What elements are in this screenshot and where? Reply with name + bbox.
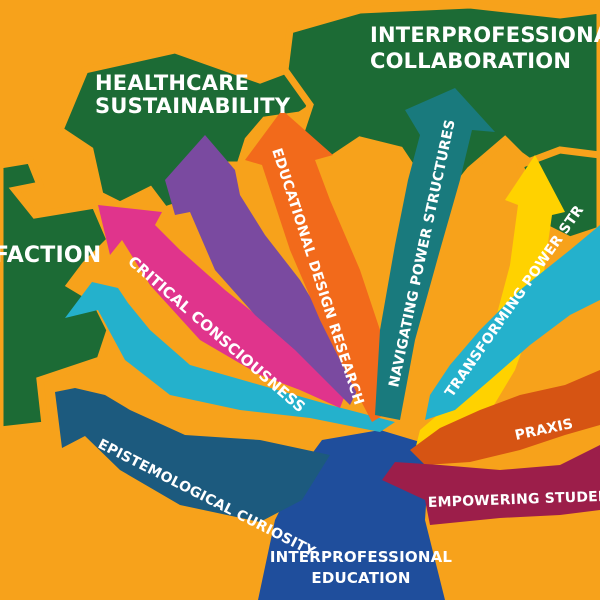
branch-purple	[165, 135, 360, 405]
branch-transforming-power-structures	[425, 225, 600, 420]
canopy-label-healthcare: HEALTHCARE	[95, 71, 249, 95]
branch-epistemological-curiosity	[55, 388, 330, 522]
trunk-label-line2: EDUCATION	[311, 569, 410, 587]
branch-empowering-students	[382, 445, 600, 525]
branch-praxis	[410, 370, 600, 465]
branch-label-empowering-students: EMPOWERING STUDENTS	[428, 488, 600, 511]
canopy-label-faction: FACTION	[0, 243, 101, 268]
canopy-label-interprofessional: INTERPROFESSIONAL	[370, 23, 600, 47]
canopy-label-sustainability: SUSTAINABILITY	[95, 94, 291, 118]
branch-cyan	[65, 282, 395, 432]
trunk-label-line1: INTERPROFESSIONAL	[270, 548, 453, 566]
branch-educational-design-research	[245, 110, 392, 422]
canopy-left-block	[0, 156, 115, 434]
canopy-label-collaboration: COLLABORATION	[370, 49, 571, 73]
branch-navigating-power-structures	[375, 88, 495, 420]
branch-yellow	[415, 155, 565, 450]
branch-critical-consciousness	[98, 205, 345, 408]
